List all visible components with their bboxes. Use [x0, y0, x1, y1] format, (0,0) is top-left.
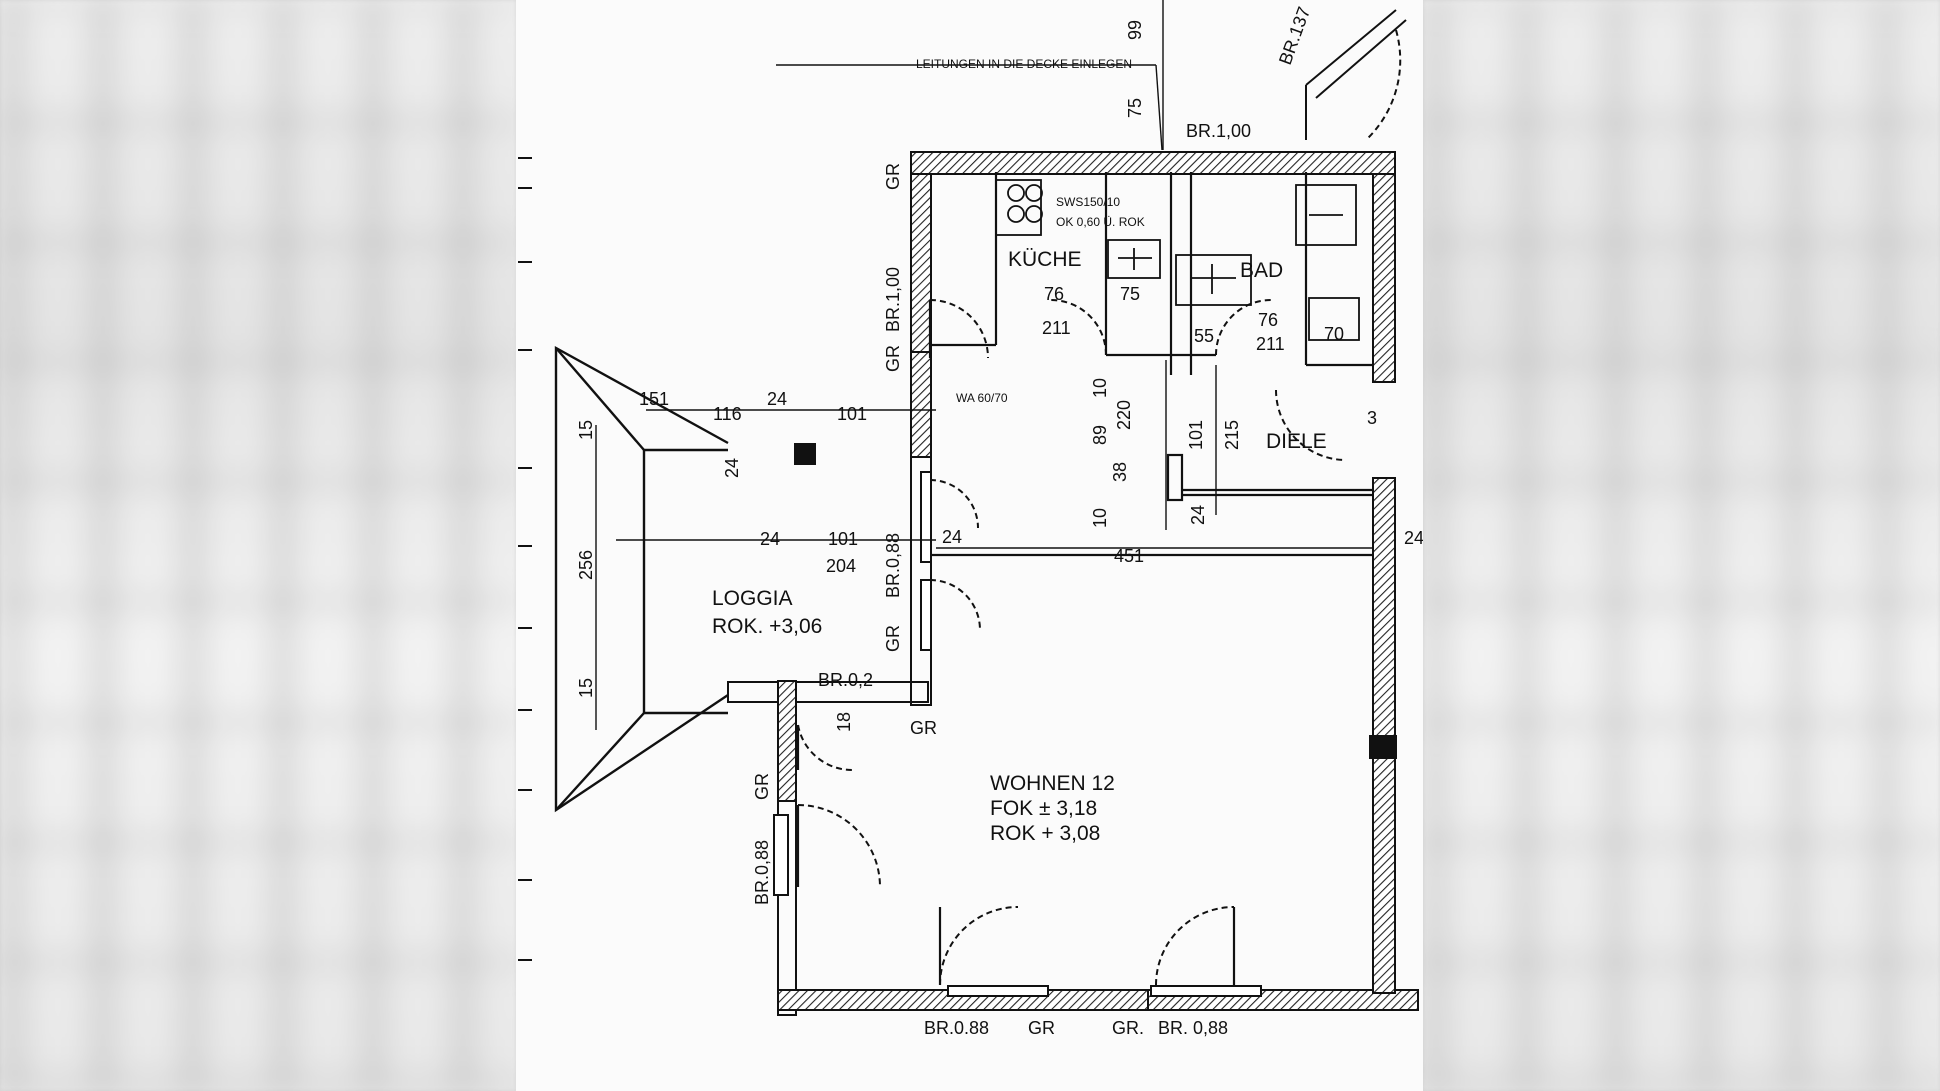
dim-24-f: 24 [1404, 528, 1423, 548]
wohnen-fok: FOK ± 3,18 [990, 797, 1097, 820]
top-right-opening [1305, 9, 1407, 141]
dimension-lines [595, 0, 1373, 730]
label-gr-bottom-dot: GR. [1112, 1018, 1144, 1038]
floor-plan: KÜCHE BAD DIELE LOGGIA ROK. +3,06 WOHNEN… [518, 0, 1423, 1038]
margin-ticks [518, 157, 532, 961]
shafts [794, 443, 1397, 759]
room-label-diele: DIELE [1266, 430, 1327, 453]
dim-24-c: 24 [760, 529, 780, 549]
note-leitungen: LEITUNGEN IN DIE DECKE EINLEGEN [916, 57, 1132, 71]
label-br100-left: BR.1,00 [883, 267, 903, 332]
dim-99: 99 [1125, 20, 1145, 40]
dim-18: 18 [834, 712, 854, 732]
note-sws-1: SWS150/10 [1056, 195, 1120, 209]
loggia-outline [554, 345, 729, 813]
label-br088-left: BR.0,88 [883, 533, 903, 598]
label-br02: BR.0,2 [818, 670, 873, 690]
dim-116: 116 [713, 404, 742, 424]
dim-220: 220 [1114, 400, 1134, 430]
dim-204: 204 [826, 556, 856, 576]
dim-15-b: 15 [576, 678, 596, 698]
dim-24-b: 24 [722, 458, 742, 478]
dim-211-bad: 211 [1256, 334, 1285, 354]
blurred-background-left [0, 0, 516, 1091]
label-br100-top: BR.1,00 [1186, 121, 1251, 141]
window-openings [773, 471, 1262, 997]
label-br088-lower: BR.0,88 [752, 840, 772, 905]
floor-plan-sheet: KÜCHE BAD DIELE LOGGIA ROK. +3,06 WOHNEN… [516, 0, 1423, 1091]
label-gr-corner: GR [910, 718, 937, 738]
label-gr-loggia-wall: GR [752, 773, 772, 800]
note-wa: WA 60/70 [956, 391, 1008, 405]
label-gr-left-mid: GR [883, 345, 903, 372]
dim-76-bad: 76 [1258, 310, 1278, 330]
label-br088-bottom-right: BR. 0,88 [1158, 1018, 1228, 1038]
room-label-kueche: KÜCHE [1008, 248, 1082, 271]
dim-24-e: 24 [1188, 505, 1208, 525]
room-label-wohnen: WOHNEN 12 [990, 772, 1115, 795]
dim-215: 215 [1222, 420, 1242, 450]
door-leaves [796, 300, 1236, 985]
interior-partitions [931, 172, 1373, 557]
dim-24-d: 24 [942, 527, 962, 547]
dim-10-a: 10 [1090, 378, 1110, 398]
label-gr-left-low: GR [883, 625, 903, 652]
dim-70: 70 [1324, 324, 1344, 344]
dim-3: 3 [1367, 408, 1377, 428]
loggia-level: ROK. +3,06 [712, 615, 822, 638]
label-gr-bottom: GR [1028, 1018, 1055, 1038]
dim-75-top: 75 [1125, 98, 1145, 118]
dim-101-c: 101 [1186, 420, 1206, 450]
dim-151: 151 [639, 389, 669, 409]
dim-101-b: 101 [828, 529, 858, 549]
room-label-loggia: LOGGIA [712, 587, 793, 610]
exterior-walls [727, 151, 1419, 1016]
dim-24-a: 24 [767, 389, 787, 409]
door-swings [797, 299, 1347, 986]
dim-89: 89 [1090, 425, 1110, 445]
dim-15-a: 15 [576, 420, 596, 440]
dim-75-bad: 75 [1120, 284, 1140, 304]
kitchen-fixtures [995, 179, 1360, 341]
wohnen-rok: ROK + 3,08 [990, 822, 1100, 845]
label-gr-top-left: GR [883, 163, 903, 190]
dim-256: 256 [576, 550, 596, 580]
dim-10-b: 10 [1090, 508, 1110, 528]
dim-55: 55 [1194, 326, 1214, 346]
dim-38: 38 [1110, 462, 1130, 482]
room-label-bad: BAD [1240, 259, 1283, 282]
label-br088-bottom-left: BR.0.88 [924, 1018, 989, 1038]
dim-451: 451 [1114, 546, 1144, 566]
dim-101-a: 101 [837, 404, 867, 424]
dim-76-kueche: 76 [1044, 284, 1064, 304]
blurred-background-right [1423, 0, 1940, 1091]
note-sws-2: OK 0,60 Ü. ROK [1056, 215, 1145, 229]
label-br137: BR.137 [1275, 4, 1314, 67]
dim-211-kueche: 211 [1042, 318, 1071, 338]
